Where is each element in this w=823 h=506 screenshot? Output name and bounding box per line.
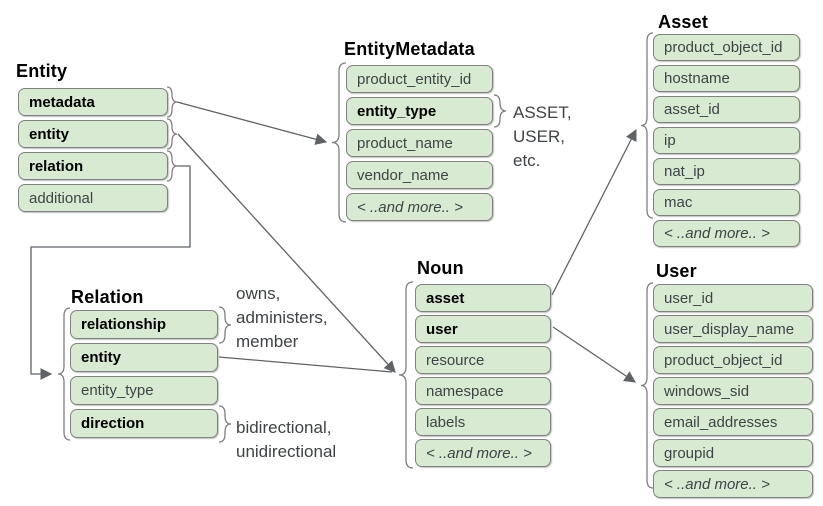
field-user-windows_sid: windows_sid	[653, 377, 813, 405]
brace-entitymetadata-group	[331, 62, 347, 223]
field-entityMetadata-product_name: product_name	[346, 129, 493, 157]
field-asset-asset_id: asset_id	[653, 96, 800, 123]
field-entityMetadata-product_entity_id: product_entity_id	[346, 65, 493, 93]
annotation-line: member	[236, 332, 299, 351]
annotation-line: etc.	[513, 151, 541, 170]
field-user-product_object_id: product_object_id	[653, 346, 813, 374]
field-asset-nat_ip: nat_ip	[653, 158, 800, 185]
field-entityMetadata-vendor_name: vendor_name	[346, 161, 493, 189]
annotation-line: ASSET,	[513, 103, 572, 122]
brace-asset-group	[640, 32, 654, 219]
annotation-line: administers,	[236, 308, 328, 327]
table-title-entity: Entity	[16, 61, 68, 81]
field-asset-mac: mac	[653, 189, 800, 216]
bracket-entitymetadata-entity-type	[493, 94, 507, 128]
bracket-entity-relation	[166, 150, 178, 182]
connector-noun-user-to-user	[552, 326, 636, 383]
field-user-and-more: < ..and more.. >	[653, 470, 813, 498]
field-relation-relationship: relationship	[70, 310, 218, 339]
brace-user-group	[640, 282, 654, 489]
field-entity-metadata: metadata	[18, 88, 168, 116]
field-entity-additional: additional	[18, 184, 168, 212]
field-asset-and-more: < ..and more.. >	[653, 220, 800, 247]
field-user-email_addresses: email_addresses	[653, 408, 813, 436]
field-asset-hostname: hostname	[653, 65, 800, 92]
bracket-relation-relationship	[218, 306, 232, 344]
bracket-entity-metadata	[166, 86, 178, 118]
table-title-user: User	[656, 261, 697, 281]
field-noun-resource: resource	[415, 346, 551, 374]
field-noun-user: user	[415, 315, 551, 343]
field-user-user_id: user_id	[653, 284, 813, 312]
bracket-entity-entity	[166, 118, 178, 150]
field-asset-product_object_id: product_object_id	[653, 34, 800, 61]
field-relation-entity_type: entity_type	[70, 376, 218, 405]
annotation-entity-type-values: ASSET, USER, etc.	[513, 101, 572, 173]
annotation-relationship-values: owns, administers, member	[236, 282, 328, 354]
table-title-asset: Asset	[658, 12, 709, 32]
field-user-user_display_name: user_display_name	[653, 315, 813, 343]
annotation-line: unidirectional	[236, 442, 337, 461]
table-title-noun: Noun	[417, 258, 464, 278]
connector-relation-entity-to-noun	[218, 356, 393, 373]
bracket-relation-direction	[218, 405, 232, 443]
field-entity-entity: entity	[18, 120, 168, 148]
table-title-relation: Relation	[71, 287, 144, 307]
field-entityMetadata-and-more: < ..and more.. >	[346, 193, 493, 221]
field-relation-direction: direction	[70, 409, 218, 438]
field-noun-and-more: < ..and more.. >	[415, 439, 551, 467]
annotation-line: USER,	[513, 127, 565, 146]
annotation-line: owns,	[236, 284, 281, 303]
field-noun-asset: asset	[415, 284, 551, 312]
field-entityMetadata-entity_type: entity_type	[346, 97, 493, 125]
field-entity-relation: relation	[18, 152, 168, 180]
brace-noun-group	[398, 281, 414, 469]
annotation-line: bidirectional,	[236, 418, 332, 437]
field-asset-ip: ip	[653, 127, 800, 154]
field-noun-namespace: namespace	[415, 377, 551, 405]
table-title-entityMetadata: EntityMetadata	[344, 39, 475, 59]
field-user-groupid: groupid	[653, 439, 813, 467]
brace-relation-group	[57, 307, 71, 441]
annotation-direction-values: bidirectional, unidirectional	[236, 416, 336, 464]
connector-entity-metadata-to-entitymetadata	[176, 101, 328, 145]
field-noun-labels: labels	[415, 408, 551, 436]
field-relation-entity: entity	[70, 343, 218, 372]
